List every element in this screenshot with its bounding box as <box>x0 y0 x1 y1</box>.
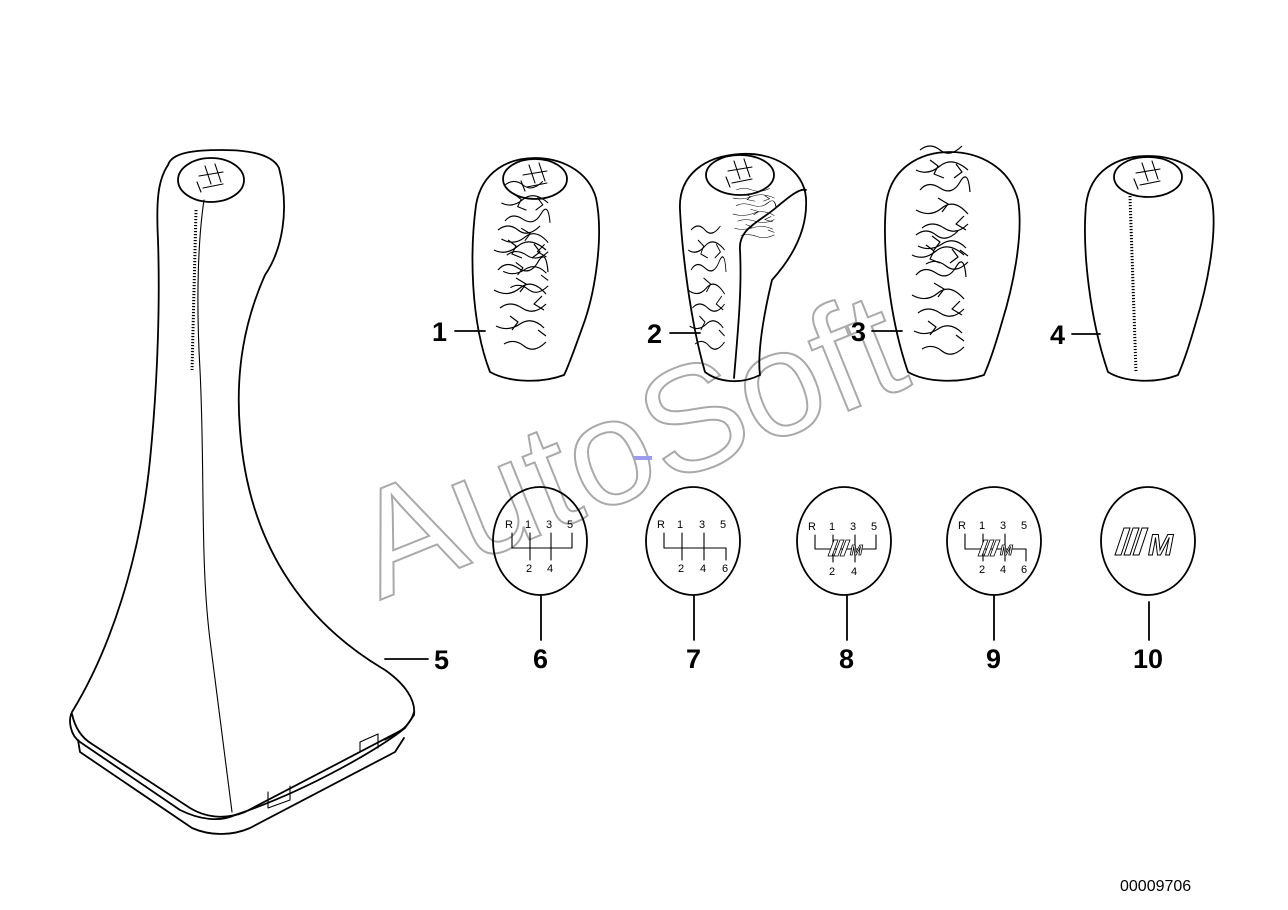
svg-text:6: 6 <box>1021 564 1027 576</box>
svg-text:4: 4 <box>700 563 706 575</box>
emblem-7: R 1 3 5 2 4 6 <box>645 486 741 596</box>
svg-text:1: 1 <box>525 519 531 531</box>
callout-8: 8 <box>839 644 854 674</box>
svg-text:M: M <box>1000 542 1013 559</box>
svg-text:R: R <box>505 519 513 531</box>
callout-10: 10 <box>1133 644 1163 674</box>
svg-text:2: 2 <box>829 566 835 578</box>
callout-3: 3 <box>851 317 866 347</box>
svg-text:4: 4 <box>851 566 857 578</box>
gear-knob-2 <box>679 153 807 382</box>
callout-9: 9 <box>986 644 1001 674</box>
svg-text:5: 5 <box>871 521 877 533</box>
svg-text:5: 5 <box>567 519 573 531</box>
watermark-mark <box>634 456 652 460</box>
svg-text:3: 3 <box>699 519 705 531</box>
m-logo-icon: M <box>1114 527 1175 563</box>
svg-text:2: 2 <box>526 563 532 575</box>
emblem-9: R 1 3 5 M 2 4 6 <box>946 486 1042 596</box>
svg-text:R: R <box>657 519 665 531</box>
gear-knob-4 <box>1084 155 1215 382</box>
emblem-8: R 1 3 5 M 2 4 <box>796 486 892 596</box>
emblem-6: R 1 3 5 2 4 <box>492 486 588 596</box>
svg-text:M: M <box>850 542 863 559</box>
svg-text:1: 1 <box>979 520 985 532</box>
callout-1: 1 <box>432 317 447 347</box>
part-number: 00009706 <box>1120 878 1191 895</box>
callout-5: 5 <box>434 645 449 675</box>
svg-text:6: 6 <box>722 563 728 575</box>
svg-text:4: 4 <box>547 563 553 575</box>
svg-text:3: 3 <box>546 519 552 531</box>
svg-text:R: R <box>958 520 966 532</box>
svg-text:2: 2 <box>678 563 684 575</box>
watermark: AutoSoft <box>328 257 926 630</box>
svg-text:5: 5 <box>720 519 726 531</box>
svg-text:1: 1 <box>829 521 835 533</box>
callout-7: 7 <box>686 644 701 674</box>
svg-text:2: 2 <box>979 564 985 576</box>
svg-text:5: 5 <box>1021 520 1027 532</box>
callout-6: 6 <box>533 644 548 674</box>
shift-boot <box>69 149 416 835</box>
gear-knob-1 <box>471 157 600 382</box>
callout-2: 2 <box>647 319 662 349</box>
m-stripes-icon: M <box>827 539 863 559</box>
svg-text:M: M <box>1148 529 1174 562</box>
svg-text:3: 3 <box>1000 520 1006 532</box>
emblem-10: M <box>1100 486 1196 596</box>
callout-4: 4 <box>1050 320 1065 350</box>
svg-text:1: 1 <box>677 519 683 531</box>
m-stripes-icon: M <box>977 539 1013 559</box>
svg-text:3: 3 <box>850 521 856 533</box>
gear-knob-3 <box>884 145 1021 382</box>
svg-text:4: 4 <box>1000 564 1006 576</box>
svg-text:AutoSoft: AutoSoft <box>329 258 925 629</box>
svg-text:R: R <box>808 521 816 533</box>
